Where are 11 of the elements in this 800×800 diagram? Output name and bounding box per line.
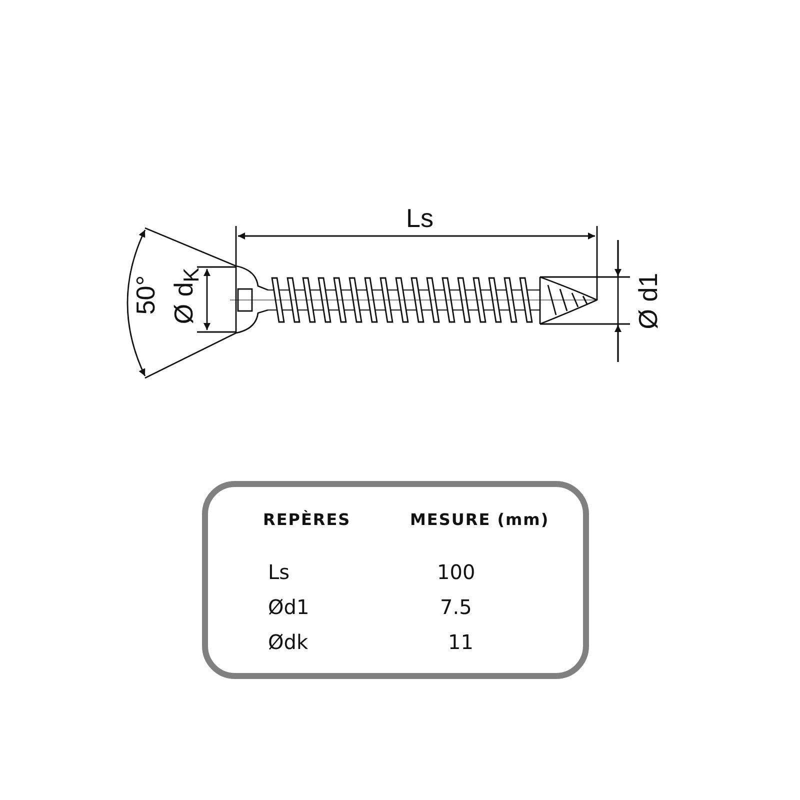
table-cell: Ød1 [268,597,310,617]
table-cell: 100 [437,562,476,582]
column-header: MESURE (mm) [410,512,550,528]
angle-label: 50° [132,275,159,315]
table-cell: 11 [448,632,474,652]
table-cell: Ødk [268,632,308,652]
table-cell: 7.5 [440,597,472,617]
table-cell: Ls [268,562,290,582]
dimension-label: Ø d1 [635,272,662,330]
column-header: REPÈRES [263,512,351,528]
dimension-label: Ls [406,205,434,231]
